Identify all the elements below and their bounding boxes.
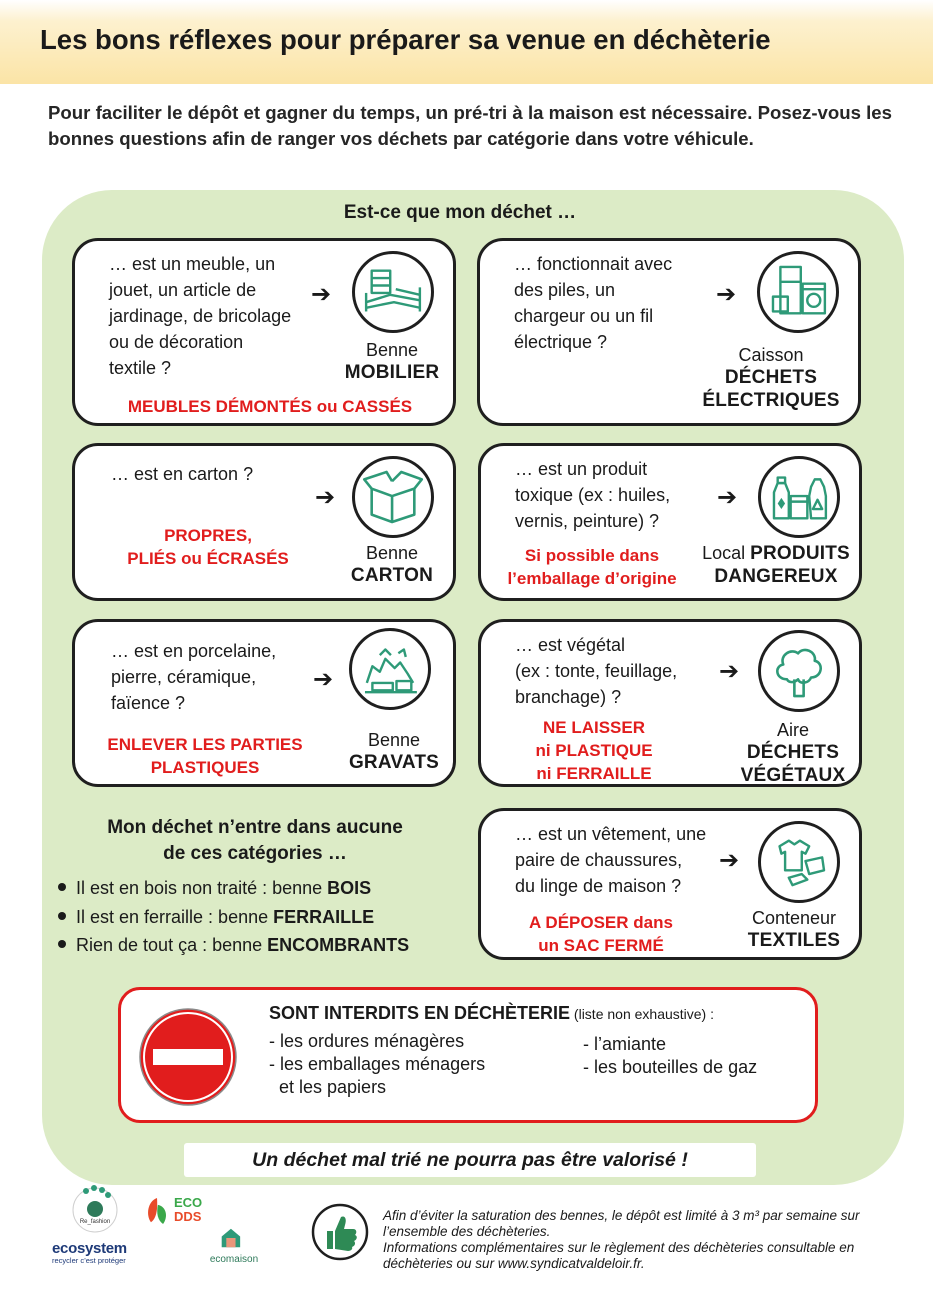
card-question: … est un vêtement, une paire de chaussur… <box>515 824 707 896</box>
card-dangereux: … est un produit toxique (ex : huiles, v… <box>478 443 862 601</box>
card-question: … est végétal (ex : tonte, feuillage, br… <box>515 635 678 707</box>
footer-note: Afin d’éviter la saturation des bennes, … <box>383 1208 860 1271</box>
box-icon <box>352 456 434 538</box>
destination-label: Benne GRAVATS <box>348 730 440 773</box>
arrow-icon: ➔ <box>717 484 738 511</box>
destination-label: Benne CARTON <box>350 543 434 586</box>
card-question: … est un produit toxique (ex : huiles, v… <box>515 459 671 531</box>
arrow-icon: ➔ <box>716 281 737 308</box>
instruction-note: ENLEVER LES PARTIES PLASTIQUES <box>107 735 303 777</box>
rubble-icon <box>349 628 431 710</box>
destination-label: Conteneur TEXTILES <box>747 908 841 951</box>
thumbs-up-icon <box>311 1203 369 1261</box>
card-question: … fonctionnait avec des piles, un charge… <box>514 254 673 352</box>
arrow-icon: ➔ <box>313 666 334 693</box>
instruction-note: PROPRES, PLIÉS ou ÉCRASÉS <box>127 526 289 568</box>
bullet-icon <box>58 940 66 949</box>
tree-icon <box>758 630 840 712</box>
instruction-note: MEUBLES DÉMONTÉS ou CASSÉS <box>127 397 413 416</box>
card-gravats: … est en porcelaine, pierre, céramique, … <box>72 619 456 787</box>
destination-label: Caisson DÉCHETS ÉLECTRIQUES <box>702 345 840 411</box>
forbidden-list-right: - l’amiante - les bouteilles de gaz <box>583 1034 758 1077</box>
other-categories-list: Il est en bois non traité : benne BOIS I… <box>58 874 409 960</box>
ecomaison-logo: ecomaison <box>208 1226 260 1268</box>
forbidden-title: SONT INTERDITS EN DÉCHÈTERIE (liste non … <box>269 1003 714 1023</box>
page-title: Les bons réflexes pour préparer sa venue… <box>40 24 771 55</box>
bullet-icon <box>58 883 66 892</box>
card-mobilier: … est un meuble, un jouet, un article de… <box>72 238 456 426</box>
arrow-icon: ➔ <box>719 658 740 685</box>
instruction-note: Si possible dans l’emballage d’origine <box>507 546 677 588</box>
intro-text: Pour faciliter le dépôt et gagner du tem… <box>48 102 892 149</box>
forbidden-items-box: SONT INTERDITS EN DÉCHÈTERIE (liste non … <box>118 987 818 1123</box>
destination-label: Local PRODUITS DANGEREUX <box>702 543 850 587</box>
card-electriques: … fonctionnait avec des piles, un charge… <box>477 238 861 426</box>
ecodds-logo: ECO DDS <box>142 1194 206 1230</box>
card-vegetaux: … est végétal (ex : tonte, feuillage, br… <box>478 619 862 787</box>
arrow-icon: ➔ <box>311 281 332 308</box>
no-entry-sign-icon <box>138 1007 238 1107</box>
other-categories-title: Mon déchet n’entre dans aucune de ces ca… <box>107 817 403 864</box>
arrow-icon: ➔ <box>719 847 740 874</box>
list-item: Il est en ferraille : benne FERRAILLE <box>58 903 409 932</box>
destination-label: Aire DÉCHETS VÉGÉTAUX <box>740 720 846 786</box>
instruction-note: A DÉPOSER dans un SAC FERMÉ <box>529 913 673 955</box>
clothes-icon <box>758 821 840 903</box>
card-question: … est en carton ? <box>111 464 254 484</box>
card-question: … est un meuble, un jouet, un article de… <box>109 254 292 378</box>
arrow-icon: ➔ <box>315 484 336 511</box>
appliances-icon <box>757 251 839 333</box>
forbidden-list-left: - les ordures ménagères - les emballages… <box>269 1031 486 1097</box>
card-textiles: … est un vêtement, une paire de chaussur… <box>478 808 862 960</box>
instruction-note: NE LAISSER ni PLASTIQUE ni FERRAILLE <box>535 718 653 783</box>
card-carton: … est en carton ? ➔ Benne CARTON PROPRES… <box>72 443 456 601</box>
card-question: … est en porcelaine, pierre, céramique, … <box>111 641 277 713</box>
hazard-products-icon <box>758 456 840 538</box>
warning-banner: Un déchet mal trié ne pourra pas être va… <box>184 1143 756 1177</box>
list-item: Rien de tout ça : benne ENCOMBRANTS <box>58 931 409 960</box>
header-band: Les bons réflexes pour préparer sa venue… <box>0 0 933 84</box>
list-item: Il est en bois non traité : benne BOIS <box>58 874 409 903</box>
question-heading: Est-ce que mon déchet … <box>343 202 577 223</box>
bullet-icon <box>58 911 66 920</box>
destination-label: Benne MOBILIER <box>344 340 440 383</box>
ecosystem-logo: ecosystem recycler c’est protéger <box>52 1240 127 1265</box>
furniture-icon <box>352 251 434 333</box>
refashion-logo: Re_fashion <box>70 1183 120 1233</box>
